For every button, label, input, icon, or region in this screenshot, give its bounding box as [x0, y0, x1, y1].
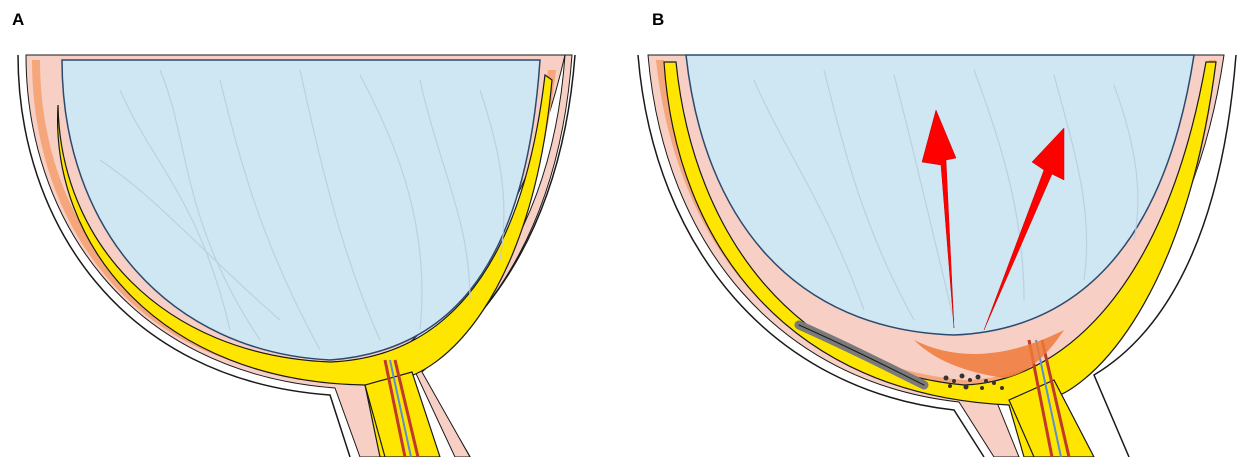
panel-label-a: A	[12, 10, 25, 29]
eye-cross-section-normal	[17, 54, 576, 457]
subretinal-fluid	[914, 330, 1064, 378]
sclera-outer-line	[17, 54, 351, 457]
eye-cross-section-detached	[637, 54, 1237, 457]
panel-label-b: B	[652, 10, 665, 29]
panel-b: B	[624, 0, 1248, 457]
central-vessel	[383, 359, 420, 457]
vitreous-fibers	[99, 69, 505, 351]
sclera-right-outer	[1093, 54, 1237, 457]
arrow-right	[983, 127, 1065, 331]
vitreous-fibers	[753, 69, 1139, 321]
drusen-dots	[943, 373, 1004, 390]
retina-layer	[57, 73, 553, 457]
central-vessel-blue	[389, 359, 412, 457]
central-vessel-blue	[1035, 339, 1062, 457]
arrow-left	[921, 109, 957, 329]
traction-arrows	[921, 109, 1065, 331]
drusen-streak-outline	[798, 324, 925, 386]
vitreous-body	[61, 59, 541, 361]
sclera-outer-line	[637, 54, 985, 457]
sclera-right-band	[411, 54, 573, 457]
panel-a: A	[12, 10, 576, 457]
